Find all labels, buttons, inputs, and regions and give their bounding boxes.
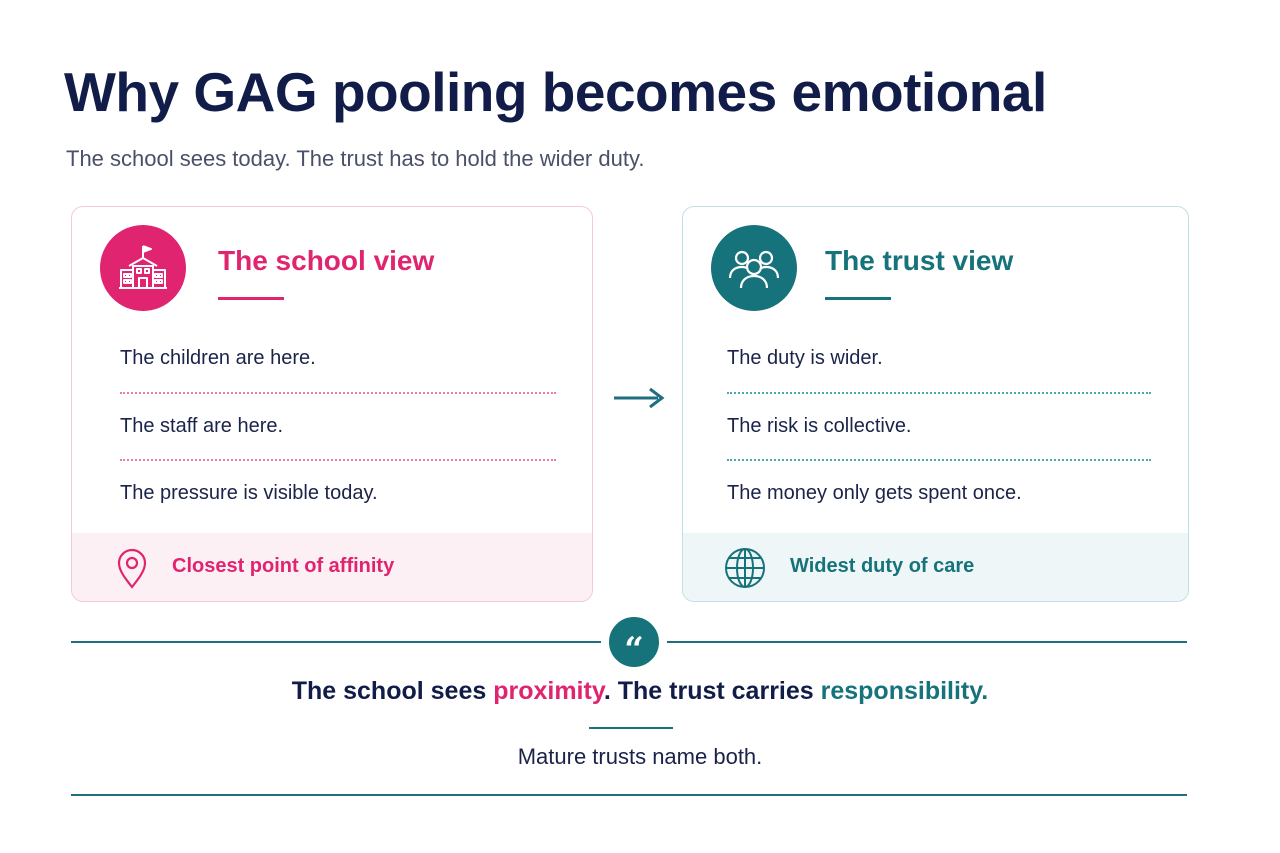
list-item: The children are here. xyxy=(120,347,316,369)
school-points-list: The children are here. The staff are her… xyxy=(120,325,556,526)
trust-card-footer: Widest duty of care xyxy=(683,533,1188,601)
school-heading-underline xyxy=(218,297,284,300)
trust-points-list: The duty is wider. The risk is collectiv… xyxy=(727,325,1151,526)
people-group-icon xyxy=(728,250,780,289)
closing-line: Mature trusts name both. xyxy=(517,744,763,769)
page-title: Why GAG pooling becomes emotional xyxy=(64,61,1047,123)
globe-icon xyxy=(725,548,765,588)
school-view-card: The school view The children are here. T… xyxy=(71,206,593,602)
trust-view-heading: The trust view xyxy=(825,245,1014,276)
quote-glyph: “ xyxy=(624,630,644,670)
list-item: The staff are here. xyxy=(120,392,556,459)
location-pin-icon xyxy=(117,548,147,589)
quote-mark-icon: “ xyxy=(601,609,667,675)
page-subtitle: The school sees today. The trust has to … xyxy=(66,146,645,171)
school-badge xyxy=(100,225,186,311)
school-building-icon xyxy=(119,245,167,289)
statement-underline xyxy=(589,727,673,729)
statement-part-2: . The trust carries xyxy=(603,677,821,705)
school-view-heading: The school view xyxy=(218,245,435,276)
list-item: The duty is wider. xyxy=(727,347,883,369)
arrow-right-icon xyxy=(614,387,665,409)
school-card-footer: Closest point of affinity xyxy=(72,533,592,601)
list-item: The pressure is visible today. xyxy=(120,459,556,526)
bottom-divider xyxy=(71,794,1187,796)
list-item: The risk is collective. xyxy=(727,392,1151,459)
trust-heading-underline xyxy=(825,297,891,300)
trust-badge xyxy=(711,225,797,311)
trust-footer-label: Widest duty of care xyxy=(790,555,975,577)
closing-statement: The school sees proximity. The trust car… xyxy=(0,677,1280,706)
list-item: The money only gets spent once. xyxy=(727,459,1151,526)
statement-part-1: The school sees xyxy=(291,677,494,705)
school-footer-label: Closest point of affinity xyxy=(172,555,395,577)
statement-highlight-proximity: proximity xyxy=(493,677,604,705)
trust-view-card: The trust view The duty is wider. The ri… xyxy=(682,206,1189,602)
statement-highlight-responsibility: responsibility. xyxy=(820,677,989,705)
